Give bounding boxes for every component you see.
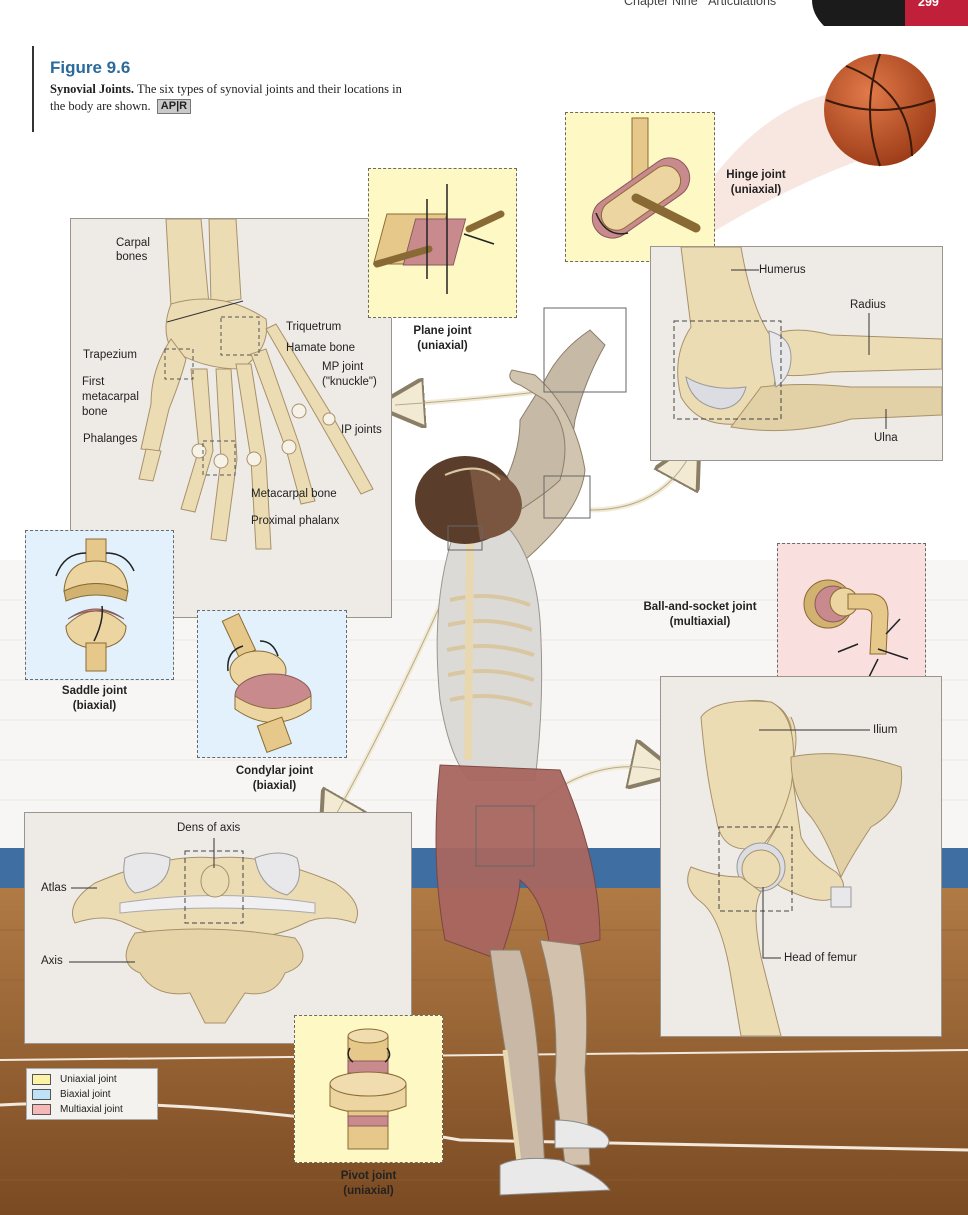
legend-swatch: [32, 1104, 51, 1115]
ball-socket-joint-box: [777, 543, 926, 693]
label-proximal-phalanx: Proximal phalanx: [251, 515, 340, 527]
pivot-joint-icon: [329, 1028, 407, 1150]
figure-title: Figure 9.6: [50, 58, 131, 77]
joint-locator-boxes: [447, 307, 627, 867]
condylar-joint-name: Condylar joint: [235, 765, 314, 777]
label-ilium: Ilium: [873, 724, 898, 736]
legend-label: Uniaxial joint: [60, 1074, 117, 1085]
running-header: Chapter Nine Articulations: [624, 0, 776, 8]
hip-illustration: [687, 699, 903, 1037]
label-triquetrum: Triquetrum: [286, 321, 342, 333]
condylar-joint-icon: [221, 612, 312, 754]
saddle-joint-caption: Saddle joint (biaxial): [25, 684, 164, 714]
elbow-panel: [650, 246, 943, 461]
label-carpal: Carpal: [116, 237, 150, 249]
atlas-axis-illustration: [69, 838, 358, 1024]
ball-socket-joint-axis: (multiaxial): [669, 616, 731, 628]
label-head-of-femur: Head of femur: [784, 952, 857, 964]
label-metacarpal: Metacarpal bone: [251, 488, 337, 500]
caption-body: The six types of synovial joints and the…: [50, 82, 402, 113]
joint-type-legend: Uniaxial joint Biaxial joint Multiaxial …: [26, 1068, 158, 1120]
title-rule: [32, 46, 34, 132]
saddle-joint-axis: (biaxial): [72, 700, 117, 712]
label-ip-joints: IP joints: [341, 424, 382, 436]
ball-socket-joint-name: Ball-and-socket joint: [643, 601, 757, 613]
legend-label: Biaxial joint: [60, 1089, 111, 1100]
label-atlas: Atlas: [41, 882, 67, 894]
label-hamate: Hamate bone: [286, 342, 356, 354]
atlas-axis-panel: [24, 812, 412, 1044]
legend-item-biaxial: Biaxial joint: [32, 1087, 152, 1102]
saddle-joint-name: Saddle joint: [61, 685, 128, 697]
pivot-joint-caption: Pivot joint (uniaxial): [294, 1169, 443, 1199]
label-mp-joint: MP joint: [322, 361, 364, 373]
caption-lead: Synovial Joints.: [50, 82, 135, 96]
label-radius: Radius: [850, 299, 886, 311]
figure-caption: Synovial Joints. The six types of synovi…: [50, 81, 410, 115]
plane-joint-caption: Plane joint (uniaxial): [368, 324, 517, 354]
plane-joint-box: [368, 168, 517, 318]
legend-item-multiaxial: Multiaxial joint: [32, 1102, 152, 1117]
hinge-joint-icon: [591, 117, 701, 239]
basketball-player: [415, 329, 611, 1196]
label-phalanges: Phalanges: [83, 433, 138, 445]
hip-panel: [660, 676, 942, 1037]
pivot-joint-axis: (uniaxial): [343, 1185, 394, 1197]
plane-joint-axis: (uniaxial): [417, 340, 468, 352]
plane-joint-name: Plane joint: [413, 325, 472, 337]
ball-socket-joint-icon: [803, 579, 909, 680]
basketball: [690, 53, 936, 240]
ball-socket-joint-caption: Ball-and-socket joint (multiaxial): [632, 600, 768, 630]
label-first-meta-2: metacarpal: [82, 391, 139, 403]
label-humerus: Humerus: [759, 264, 806, 276]
saddle-joint-icon: [55, 538, 135, 672]
label-first-meta-3: bone: [82, 406, 108, 418]
legend-swatch: [32, 1089, 51, 1100]
elbow-illustration: [673, 246, 943, 432]
hand-illustration: [138, 218, 374, 550]
label-dens-of-axis: Dens of axis: [177, 822, 241, 834]
hinge-joint-caption: Hinge joint (uniaxial): [715, 168, 797, 198]
legend-label: Multiaxial joint: [60, 1104, 123, 1115]
hinge-joint-axis: (uniaxial): [730, 184, 782, 196]
condylar-joint-box: [197, 610, 347, 758]
pivot-joint-name: Pivot joint: [340, 1170, 397, 1182]
label-mp-joint-2: ("knuckle"): [322, 376, 377, 388]
label-trapezium: Trapezium: [83, 349, 137, 361]
legend-swatch: [32, 1074, 51, 1085]
label-ulna: Ulna: [874, 432, 898, 444]
hinge-joint-name: Hinge joint: [726, 169, 786, 181]
label-first-meta: First: [82, 376, 105, 388]
label-axis: Axis: [41, 955, 63, 967]
label-carpal-2: bones: [116, 251, 148, 263]
apr-badge[interactable]: AP|R: [156, 99, 192, 114]
condylar-joint-caption: Condylar joint (biaxial): [197, 764, 352, 794]
saddle-joint-box: [25, 530, 174, 680]
chapter-label: Chapter Nine: [624, 0, 698, 8]
hinge-joint-box: [565, 112, 715, 262]
page-number: 299: [918, 0, 939, 9]
plane-joint-icon: [372, 184, 505, 294]
section-label: Articulations: [708, 0, 777, 8]
pivot-joint-box: [294, 1015, 443, 1163]
legend-item-uniaxial: Uniaxial joint: [32, 1072, 152, 1087]
condylar-joint-axis: (biaxial): [252, 780, 297, 792]
